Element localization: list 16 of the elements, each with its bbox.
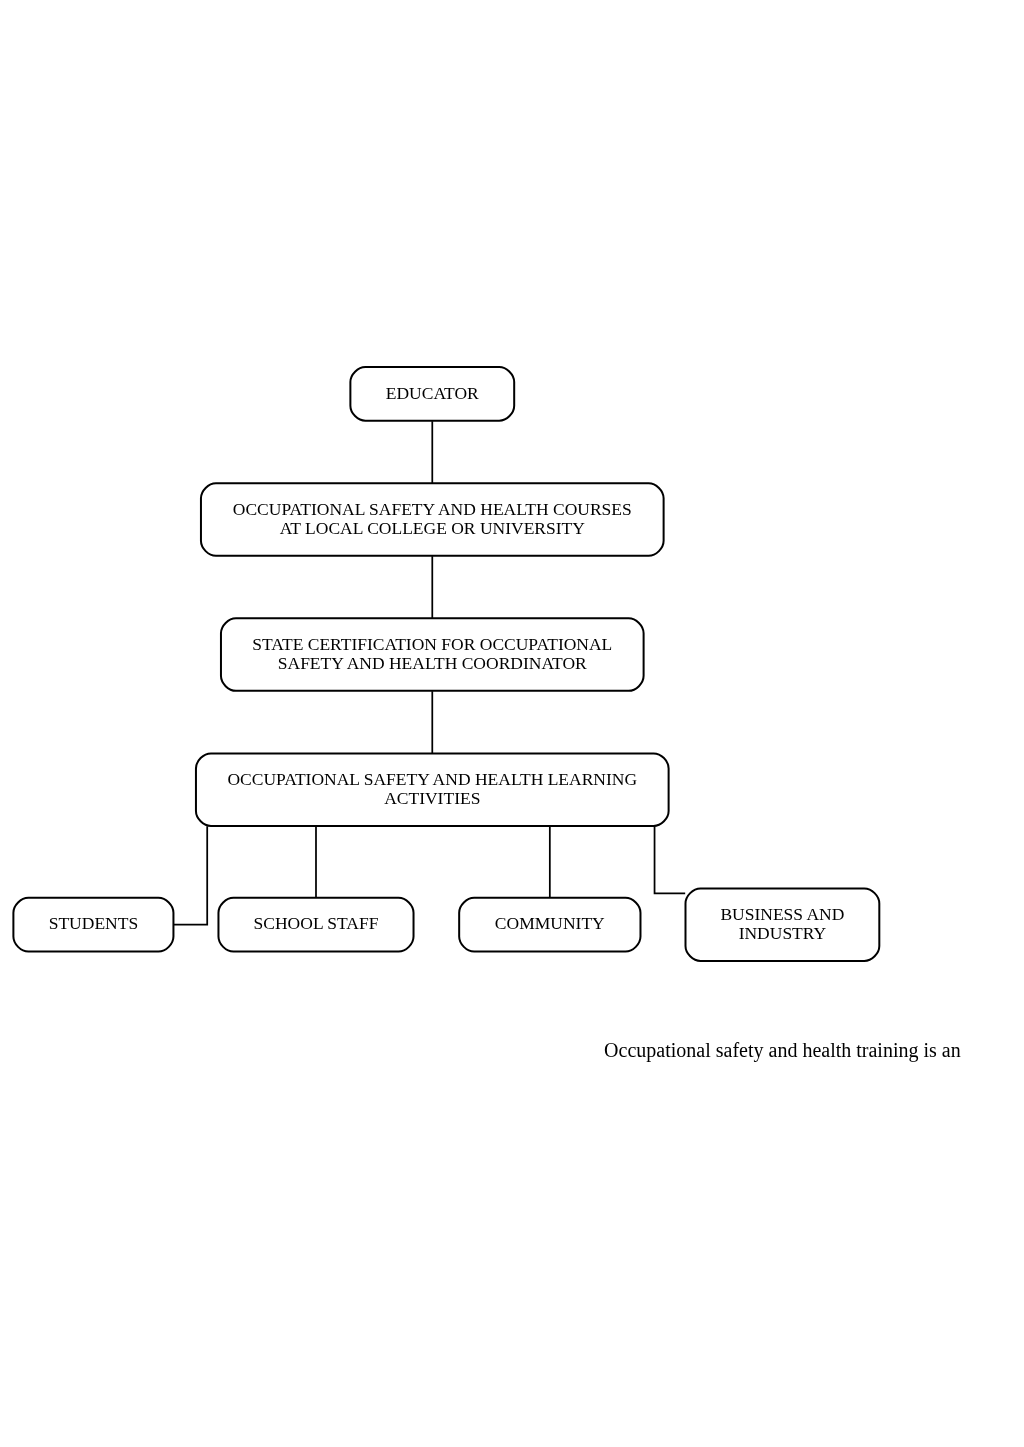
connector xyxy=(431,419,434,484)
node-box: STATE CERTIFICATION FOR OCCUPATIONAL SAFETY AND HEALTH COORDINATOR xyxy=(219,616,645,692)
connector xyxy=(315,824,317,898)
connector xyxy=(431,689,434,754)
node-box: EDUCATOR xyxy=(349,365,516,422)
connector xyxy=(653,824,687,894)
node-box: OCCUPATIONAL SAFETY AND HEALTH LEARNING ACTIVITIES xyxy=(194,751,670,827)
label: Occupational safety and health training is an xyxy=(604,1038,961,1061)
node-box: STUDENTS xyxy=(12,896,175,953)
node-box: BUSINESS AND INDUSTRY xyxy=(684,886,881,962)
connector xyxy=(548,824,551,898)
connector xyxy=(172,824,209,926)
node-box: SCHOOL STAFF xyxy=(217,896,415,953)
node-box: OCCUPATIONAL SAFETY AND HEALTH COURSES AT LOCAL COLLEGE OR UNIVERSITY xyxy=(199,481,665,557)
node-box: COMMUNITY xyxy=(458,896,642,953)
connector xyxy=(431,554,434,619)
